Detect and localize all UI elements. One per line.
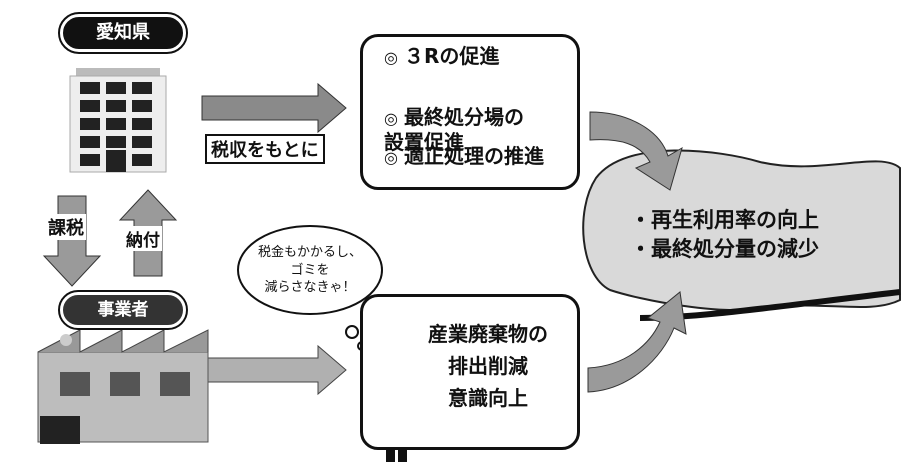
payment-arrow-label: 納付 <box>124 226 162 251</box>
business-to-box-arrow <box>199 344 347 396</box>
bullet-icon: ◎ <box>384 48 398 67</box>
bullet-icon: ◎ <box>384 109 398 128</box>
business-box-text: 産業廃棄物の 排出削減 意識向上 <box>420 318 556 414</box>
prefecture-building-icon <box>69 68 167 173</box>
policy-to-outcome-arrow <box>589 111 683 191</box>
business-line-1: 産業廃棄物の <box>428 322 548 346</box>
policy-item-3r: ◎３Rの促進 <box>384 44 500 68</box>
tax-revenue-arrow <box>201 82 347 134</box>
tax-down-arrow <box>42 195 102 287</box>
outcome-line-2: ・最終処分量の減少 <box>630 237 819 262</box>
bullet-icon: ◎ <box>384 148 398 167</box>
business-operator-label: 事業者 <box>58 290 188 330</box>
business-line-2: 排出削減 <box>448 354 528 378</box>
thought-line-3: 減らさなきゃ！ <box>264 280 356 296</box>
outcome-text: ・再生利用率の向上 ・最終処分量の減少 <box>630 206 819 265</box>
business-line-3: 意識向上 <box>448 386 528 410</box>
business-box <box>360 294 580 450</box>
outcome-cloud <box>582 149 901 312</box>
factory-icon <box>37 329 209 444</box>
thought-bubble <box>237 225 383 315</box>
tax-revenue-label: 税収をもとに <box>205 134 325 164</box>
thought-line-1: 税金もかかるし、 <box>257 245 362 260</box>
policy-box <box>360 34 580 190</box>
policy-item-proper-treatment: ◎適正処理の推進 <box>384 144 544 168</box>
tax-label: 課税 <box>46 214 86 240</box>
business-to-outcome-arrow <box>587 291 687 393</box>
thought-bubble-text: 税金もかかるし、 ゴミを 減らさなきゃ！ <box>248 244 372 297</box>
aichi-prefecture-label: 愛知県 <box>58 12 188 54</box>
outcome-line-1: ・再生利用率の向上 <box>630 208 819 232</box>
thought-line-2: ゴミを <box>290 262 330 278</box>
policy-item-disposal-site: ◎最終処分場の 設置促進 <box>384 105 524 154</box>
